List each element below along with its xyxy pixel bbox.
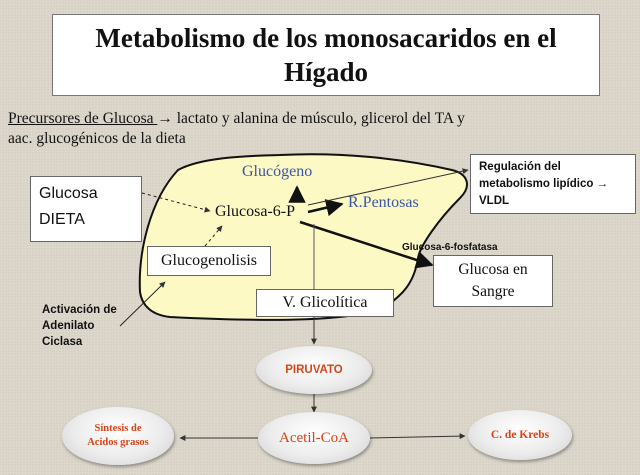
- sintesis-line-2: Acidos grasos: [87, 437, 149, 448]
- arrow-g6p-to-sangre: [299, 220, 434, 269]
- pentosas-label: R.Pentosas: [348, 194, 419, 211]
- precursors-text: Precursores de Glucosa → lactato y alani…: [8, 109, 568, 149]
- precursors-line-1: lactato y alanina de músculo, glicerol d…: [172, 110, 465, 127]
- precursors-label: Precursores de Glucosa: [8, 110, 158, 127]
- title-line-2: Hígado: [283, 57, 369, 87]
- glucosa-dieta-box: Glucosa DIETA: [30, 176, 142, 242]
- sintesis-acidos-grasos-node: Síntesis de Acidos grasos: [62, 407, 174, 465]
- glucosa-sangre-box: Glucosa en Sangre: [433, 255, 553, 307]
- arrow-g6p-to-regulacion: [307, 168, 469, 206]
- sintesis-line-1: Síntesis de: [94, 423, 142, 434]
- regulacion-box: Regulación del metabolismo lipídico → VL…: [470, 154, 636, 214]
- piruvato-node: PIRUVATO: [256, 346, 372, 394]
- arrow-right-icon: →: [157, 110, 173, 127]
- arrow-glucogenolisis-to-g6p: [204, 225, 223, 247]
- glucosa-6-fosfatasa-label: Glucosa-6-fosfatasa: [402, 242, 498, 253]
- piruvato-label: PIRUVATO: [285, 364, 343, 376]
- glicolitica-label: V. Glicolítica: [282, 294, 368, 311]
- adenilato-line-2: Adenilato: [42, 320, 95, 332]
- adenilato-label: Activación de Adenilato Ciclasa: [42, 302, 117, 350]
- krebs-node: C. de Krebs: [468, 410, 572, 460]
- adenilato-line-1: Activación de: [42, 304, 117, 316]
- glucosa-dieta-line-1: Glucosa: [39, 185, 98, 202]
- acetilcoa-label: Acetil-CoA: [279, 429, 349, 446]
- glucosa-dieta-line-2: DIETA: [39, 211, 85, 228]
- glicolitica-box: V. Glicolítica: [256, 289, 394, 317]
- regulacion-line-1: Regulación del: [479, 161, 561, 173]
- title-line-1: Metabolismo de los monosacaridos en el: [95, 23, 557, 53]
- glucosa-sangre-line-2: Sangre: [471, 283, 515, 300]
- glucosa-6-p-label: Glucosa-6-P: [215, 203, 295, 220]
- page-title: Metabolismo de los monosacaridos en el H…: [52, 14, 600, 96]
- acetilcoa-node: Acetil-CoA: [258, 412, 370, 464]
- glucogenolisis-box: Glucogenolisis: [147, 246, 271, 276]
- glucosa-sangre-line-1: Glucosa en: [458, 261, 528, 278]
- arrow-acetilcoa-to-krebs: [369, 433, 466, 440]
- krebs-label: C. de Krebs: [490, 429, 550, 441]
- arrow-g6p-to-pentosas: [307, 199, 344, 217]
- arrow-adenilato-to-glucogenolisis: [119, 281, 166, 327]
- adenilato-line-3: Ciclasa: [42, 336, 83, 348]
- regulacion-line-3: VLDL: [479, 195, 510, 207]
- precursors-line-2: aac. glucogénicos de la dieta: [8, 130, 186, 147]
- glucogenolisis-label: Glucogenolisis: [161, 252, 257, 269]
- glucogeno-label: Glucógeno: [242, 163, 313, 180]
- regulacion-line-2: metabolismo lipídico →: [479, 178, 609, 190]
